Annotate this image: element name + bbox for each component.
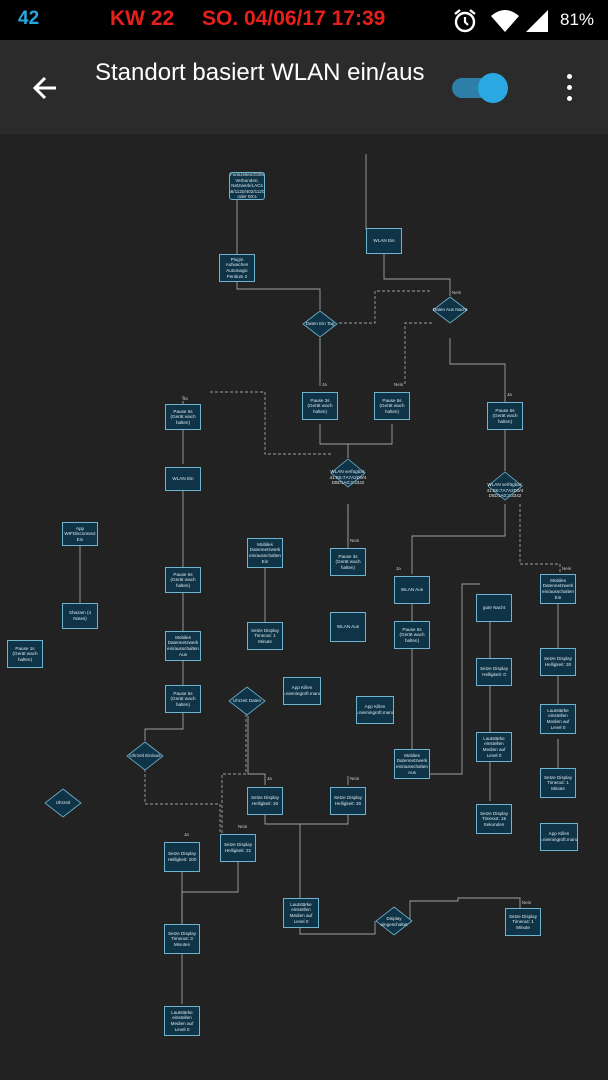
- flow-node[interactable]: Pause 5s (Gerät wach halten): [394, 621, 430, 649]
- flow-node[interactable]: Setze Display Timeout: 15 Sekunden: [476, 804, 512, 834]
- status-bar: 42 KW 22 SO. 04/06/17 17:39 81%: [0, 0, 608, 40]
- back-button[interactable]: [26, 70, 66, 106]
- flow-node[interactable]: Setze Display Helligkeit: 30: [540, 648, 576, 676]
- condition-diamond[interactable]: [487, 471, 523, 501]
- flow-node[interactable]: Pause 5s (Gerät wach halten): [165, 685, 201, 713]
- flow-node[interactable]: Mobiles Datennetzwerk ein/ausschalten Au…: [394, 749, 430, 779]
- page-title: Standort basiert WLAN ein/aus: [95, 59, 425, 86]
- edge-label: Nein: [350, 776, 360, 781]
- edge-label: Nein: [350, 538, 360, 543]
- flow-node[interactable]: Pause 1s (Gerät wach halten): [7, 640, 43, 668]
- flow-node[interactable]: Setze Display Timeout: 1 Minute: [247, 622, 283, 650]
- alarm-icon: [452, 8, 478, 39]
- flow-node[interactable]: App Killen com.niemingroft.manager: [540, 823, 578, 851]
- edge-label: Nein: [238, 824, 248, 829]
- flow-node[interactable]: WLAN Ein: [366, 228, 402, 254]
- flow-edges: [79, 154, 561, 1004]
- condition-diamond[interactable]: [432, 296, 468, 324]
- edge-label: Nein: [562, 566, 572, 571]
- flow-node[interactable]: Lautstärke einstellen Medien auf Level 0: [476, 732, 512, 762]
- condition-diamond[interactable]: [126, 741, 164, 771]
- flow-node[interactable]: Mobiles Datennetzwerk ein/ausschalten Au…: [165, 631, 201, 661]
- back-arrow-icon: [32, 76, 56, 100]
- flow-node[interactable]: Setze Display Helligkeit: 30: [247, 787, 283, 815]
- flow-node[interactable]: Setze Display Timeout: 1 Minute: [540, 768, 576, 798]
- flow-node[interactable]: WLAN Aus: [330, 612, 366, 642]
- edge-label: Ja: [267, 776, 272, 781]
- flow-node[interactable]: Setze Display Helligkeit: 0: [476, 658, 512, 686]
- wifi-icon: [490, 8, 520, 39]
- flow-node[interactable]: Pause 5s (Gerät wach halten): [165, 404, 201, 430]
- flow-node[interactable]: gute Nacht: [476, 594, 512, 622]
- battery-level: 81%: [560, 10, 595, 29]
- flow-node[interactable]: Setze Display Timeout: 1 Minute: [505, 908, 541, 936]
- edge-label: Ja: [183, 396, 188, 401]
- condition-diamond[interactable]: [330, 458, 366, 488]
- condition-diamond[interactable]: [375, 906, 413, 936]
- toggle-thumb: [478, 73, 508, 103]
- notification-count: 42: [18, 8, 40, 29]
- flow-node[interactable]: Lautstärke einstellen Medien auf Level 0: [283, 898, 319, 928]
- flow-node[interactable]: Mobiles Datennetzwerk ein/ausschalten Ei…: [247, 538, 283, 568]
- flow-node[interactable]: Pause 3s (Gerät wach halten): [330, 548, 366, 576]
- flow-node[interactable]: Shazam (4 Notes): [62, 603, 98, 629]
- edge-label: Ja: [507, 392, 512, 397]
- flow-node[interactable]: App Killen com.niemingroft.manager: [356, 696, 394, 724]
- condition-diamond[interactable]: [228, 686, 266, 716]
- app-bar: Standort basiert WLAN ein/aus: [0, 40, 608, 134]
- signal-icon: [524, 8, 550, 39]
- flow-node[interactable]: Lautstärke einstellen Medien auf Level 0: [540, 704, 576, 734]
- edge-label: Ja: [322, 382, 327, 387]
- flow-canvas[interactable]: Funkzellen/GSM Verbunden, Netzwerk/LACs …: [0, 134, 608, 1080]
- edge-label: Ja: [184, 832, 189, 837]
- edge-label: Nein: [394, 382, 404, 387]
- flow-node[interactable]: App WIFDisconnect Ein: [62, 522, 98, 546]
- flow-node[interactable]: App Killen com.niemingroft.manager: [283, 677, 321, 705]
- edge-label: Ja: [396, 566, 401, 571]
- flow-node[interactable]: Funkzellen/GSM Verbunden, Netzwerk/LACs …: [229, 172, 265, 200]
- week-number: KW 22: [110, 7, 175, 30]
- flow-node[interactable]: Mobiles Datennetzwerk ein/ausschalten Ei…: [540, 574, 576, 604]
- more-vert-icon[interactable]: [560, 70, 580, 106]
- flow-node[interactable]: Setze Display Helligkeit: 30: [330, 787, 366, 815]
- flow-node[interactable]: Setze Display Helligkeit: 200: [164, 842, 200, 872]
- condition-diamond[interactable]: [302, 310, 338, 338]
- flow-node[interactable]: Pause 3s (Gerät wach halten): [302, 392, 338, 420]
- flow-node[interactable]: Pause 5s (Gerät wach halten): [487, 402, 523, 430]
- flow-node[interactable]: Pause 5s (Gerät wach halten): [165, 567, 201, 593]
- flow-node[interactable]: Setze Display Helligkeit: 31: [220, 834, 256, 862]
- edge-label: Nein: [452, 290, 462, 295]
- flow-node[interactable]: Pause 5s (Gerät wach halten): [374, 392, 410, 420]
- flow-node[interactable]: WLAN Ein: [165, 467, 201, 491]
- enable-toggle[interactable]: [452, 73, 510, 103]
- flow-node[interactable]: Plugin Aufwachen Automagic Pentium 2: [219, 254, 255, 282]
- flow-node[interactable]: WLAN Aus: [394, 576, 430, 604]
- condition-diamond[interactable]: [44, 788, 82, 818]
- date-time: SO. 04/06/17 17:39: [202, 7, 386, 30]
- edge-label: Nein: [522, 900, 532, 905]
- flow-node[interactable]: Setze Display Timeout: 3 Minuten: [164, 924, 200, 954]
- flow-node[interactable]: Lautstärke einstellen Medien auf Level 0: [164, 1006, 200, 1036]
